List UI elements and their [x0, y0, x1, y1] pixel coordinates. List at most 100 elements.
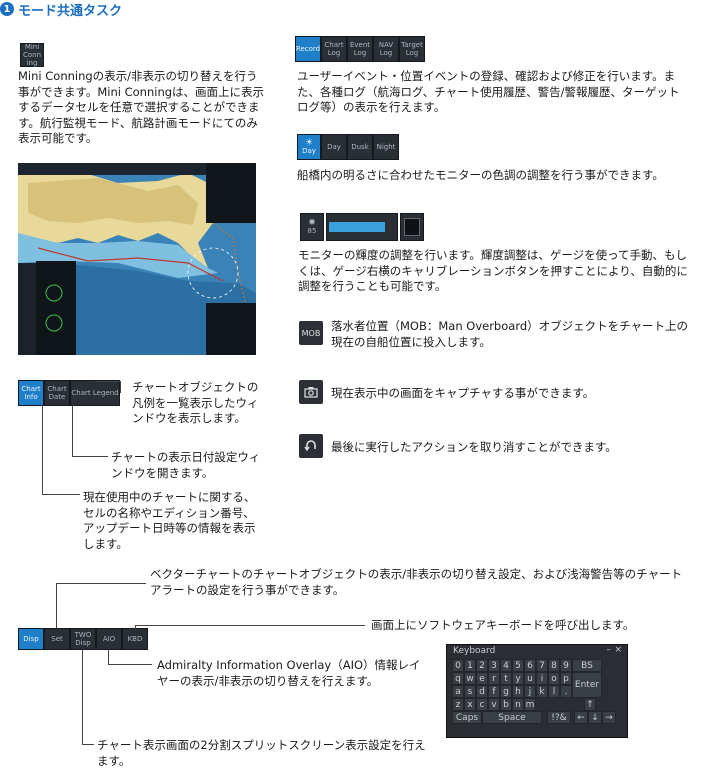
- key-x[interactable]: x: [464, 698, 476, 711]
- brightness-button[interactable]: ✹ 85: [300, 213, 324, 241]
- key-j[interactable]: j: [524, 685, 536, 698]
- key-n[interactable]: n: [512, 698, 524, 711]
- key-s[interactable]: s: [464, 685, 476, 698]
- undo-button[interactable]: [299, 434, 323, 458]
- chart-map-illustration: [18, 163, 256, 355]
- key-a[interactable]: a: [452, 685, 464, 698]
- aio-button[interactable]: AIO: [96, 628, 122, 650]
- calibration-button[interactable]: [400, 213, 424, 241]
- key-caps[interactable]: Caps: [452, 711, 482, 724]
- key-e[interactable]: e: [476, 672, 488, 685]
- aio-connector-h: [108, 664, 152, 665]
- info-connector-h: [42, 494, 80, 495]
- key-4[interactable]: 4: [500, 659, 512, 672]
- chart-info-button[interactable]: Chart Info: [18, 380, 44, 406]
- undo-desc: 最後に実行したアクションを取り消すことができます。: [331, 440, 617, 454]
- key-arrow-up[interactable]: ↑: [584, 698, 596, 711]
- palette-button-group: ☀ Day Day Dusk Night: [297, 134, 399, 160]
- key-d[interactable]: d: [476, 685, 488, 698]
- key-k[interactable]: k: [536, 685, 548, 698]
- key-m[interactable]: m: [524, 698, 536, 711]
- key-7[interactable]: 7: [536, 659, 548, 672]
- kbd-button[interactable]: KBD: [122, 628, 148, 650]
- key-1[interactable]: 1: [464, 659, 476, 672]
- key-backspace[interactable]: BS: [572, 659, 602, 672]
- key-r[interactable]: r: [488, 672, 500, 685]
- key-symbols[interactable]: !?&: [547, 711, 571, 724]
- key-w[interactable]: w: [464, 672, 476, 685]
- log-button-group: Record Chart Log Event Log NAV Log Targe…: [295, 36, 425, 62]
- key-p[interactable]: p: [560, 672, 572, 685]
- mob-button[interactable]: MOB: [299, 321, 323, 345]
- palette-current-button[interactable]: ☀ Day: [297, 134, 321, 160]
- calibration-icon: [404, 218, 420, 236]
- chart-info-desc: 現在使用中のチャートに関する、セルの名称やエディション番号、アップデート日時等の…: [83, 490, 256, 551]
- brightness-gauge[interactable]: [326, 213, 398, 241]
- record-button[interactable]: Record: [295, 36, 321, 62]
- minimize-icon[interactable]: –: [606, 645, 612, 655]
- section-number: 1: [0, 2, 14, 16]
- key-h[interactable]: h: [512, 685, 524, 698]
- palette-dusk-button[interactable]: Dusk: [347, 134, 373, 160]
- key-g[interactable]: g: [500, 685, 512, 698]
- key-enter[interactable]: Enter: [572, 672, 602, 698]
- brightness-icon: ✹: [308, 218, 316, 228]
- disp-button[interactable]: Disp: [18, 628, 44, 650]
- key-b[interactable]: b: [500, 698, 512, 711]
- camera-icon: [304, 387, 318, 398]
- key-f[interactable]: f: [488, 685, 500, 698]
- info-connector-v: [42, 406, 43, 494]
- nav-log-button[interactable]: NAV Log: [373, 36, 399, 62]
- mini-conning-button[interactable]: Mini Conn ing: [20, 43, 44, 67]
- disp-desc: ベクターチャートのチャートオブジェクトの表示/非表示の切り替え設定、および浅海警…: [150, 567, 683, 597]
- chart-legend-button[interactable]: Chart Legend: [70, 380, 120, 406]
- key-o[interactable]: o: [548, 672, 560, 685]
- key-v[interactable]: v: [488, 698, 500, 711]
- event-log-button[interactable]: Event Log: [347, 36, 373, 62]
- key-t[interactable]: t: [500, 672, 512, 685]
- key-l[interactable]: l: [548, 685, 560, 698]
- two-connector-v: [82, 650, 83, 744]
- capture-button[interactable]: [299, 380, 323, 404]
- close-icon[interactable]: ×: [614, 645, 622, 655]
- two-desc: チャート表示画面の2分割スプリットスクリーン表示設定を行えます。: [97, 738, 426, 768]
- chart-button-group: Chart Info Chart Date Chart Legend: [18, 380, 120, 406]
- key-period[interactable]: .: [560, 685, 572, 698]
- key-space[interactable]: Space: [482, 711, 542, 724]
- two-disp-button[interactable]: TWO Disp: [70, 628, 96, 650]
- key-5[interactable]: 5: [512, 659, 524, 672]
- kbd-connector-v: [135, 625, 136, 629]
- aio-connector-v: [108, 650, 109, 664]
- display-button-group: Disp Set TWO Disp AIO KBD: [18, 628, 148, 650]
- key-u[interactable]: u: [524, 672, 536, 685]
- set-button[interactable]: Set: [44, 628, 70, 650]
- palette-day-button[interactable]: Day: [321, 134, 347, 160]
- key-9[interactable]: 9: [560, 659, 572, 672]
- key-arrow-left[interactable]: ←: [574, 711, 588, 724]
- key-arrow-down[interactable]: ↓: [588, 711, 602, 724]
- date-connector-v: [72, 406, 73, 456]
- target-log-button[interactable]: Target Log: [399, 36, 425, 62]
- key-q[interactable]: q: [452, 672, 464, 685]
- key-2[interactable]: 2: [476, 659, 488, 672]
- brightness-value: 85: [307, 227, 317, 235]
- key-3[interactable]: 3: [488, 659, 500, 672]
- capture-desc: 現在表示中の画面をキャプチャする事ができます。: [331, 386, 595, 400]
- palette-night-button[interactable]: Night: [373, 134, 399, 160]
- chart-date-button[interactable]: Chart Date: [44, 380, 70, 406]
- logs-desc: ユーザーイベント・位置イベントの登録、確認および修正を行います。また、各種ログ（…: [297, 69, 680, 114]
- disp-connector-end: [145, 583, 146, 584]
- key-8[interactable]: 8: [548, 659, 560, 672]
- kbd-connector-h: [135, 625, 365, 626]
- key-6[interactable]: 6: [524, 659, 536, 672]
- chart-date-desc: チャートの表示日付設定ウィンドウを開きます。: [111, 450, 261, 480]
- kbd-desc: 画面上にソフトウェアキーボードを呼び出します。: [371, 618, 635, 632]
- key-i[interactable]: i: [536, 672, 548, 685]
- key-0[interactable]: 0: [452, 659, 464, 672]
- brightness-control: ✹ 85: [300, 213, 426, 241]
- key-arrow-right[interactable]: →: [602, 711, 616, 724]
- key-y[interactable]: y: [512, 672, 524, 685]
- key-c[interactable]: c: [476, 698, 488, 711]
- key-z[interactable]: z: [452, 698, 464, 711]
- chart-log-button[interactable]: Chart Log: [321, 36, 347, 62]
